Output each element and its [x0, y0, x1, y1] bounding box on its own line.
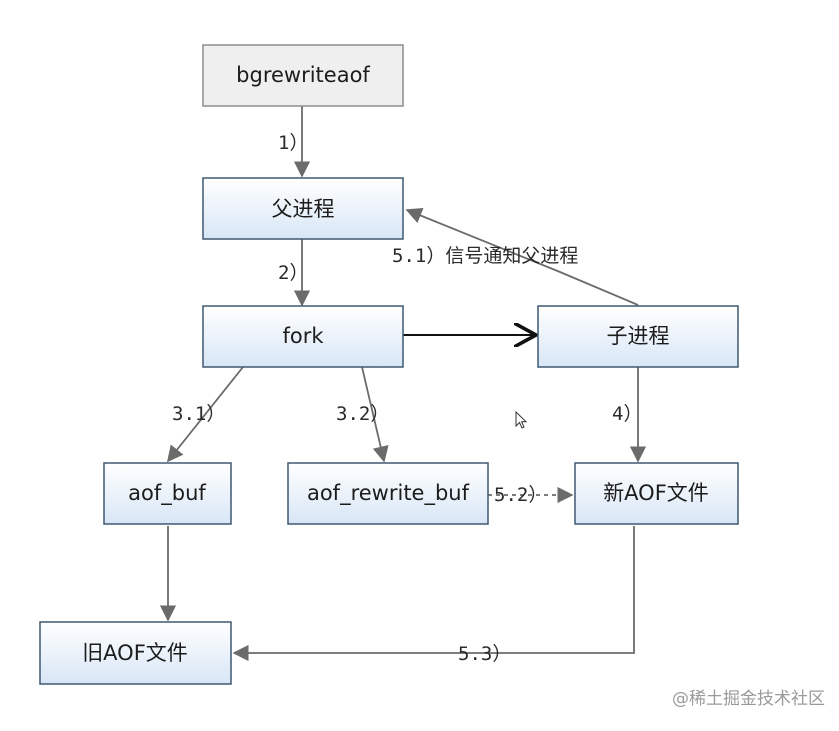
- edge-new-aof-to-old-aof: [232, 526, 635, 662]
- node-parent-process-label: 父进程: [272, 197, 335, 221]
- edge-child-to-parent: [405, 207, 639, 306]
- node-aof-buf-label: aof_buf: [128, 481, 206, 506]
- node-bgrewriteaof: bgrewriteaof: [202, 44, 404, 107]
- node-child-process-label: 子进程: [607, 324, 670, 348]
- edge-label-3-2: 3.2）: [336, 403, 389, 425]
- node-new-aof-file: 新AOF文件: [574, 462, 739, 525]
- edge-label-5-3: 5.3）: [458, 643, 511, 665]
- mouse-pointer-icon: [515, 411, 527, 429]
- watermark: @稀土掘金技术社区: [672, 689, 825, 709]
- node-bgrewriteaof-label: bgrewriteaof: [236, 63, 370, 87]
- node-aof-rewrite-buf: aof_rewrite_buf: [287, 462, 489, 525]
- node-old-aof-file-label: 旧AOF文件: [82, 641, 188, 665]
- node-old-aof-file: 旧AOF文件: [39, 621, 232, 685]
- edge-label-1: 1）: [278, 132, 308, 154]
- node-aof-rewrite-buf-label: aof_rewrite_buf: [307, 481, 470, 506]
- edge-label-2: 2）: [278, 262, 308, 284]
- edge-fork-to-aof-rewrite-buf: [361, 366, 389, 463]
- edge-label-4: 4）: [612, 403, 642, 425]
- edge-label-3-1: 3.1）: [172, 403, 225, 425]
- node-fork-label: fork: [282, 324, 324, 348]
- node-aof-buf: aof_buf: [103, 462, 232, 525]
- edge-label-5-2: 5.2）: [494, 484, 547, 506]
- node-child-process: 子进程: [537, 305, 739, 368]
- node-fork: fork: [202, 305, 404, 368]
- edge-label-5-1: 5.1）信号通知父进程: [392, 245, 578, 267]
- edge-fork-to-aof-buf: [166, 366, 244, 463]
- node-parent-process: 父进程: [202, 177, 404, 240]
- node-new-aof-file-label: 新AOF文件: [603, 481, 709, 505]
